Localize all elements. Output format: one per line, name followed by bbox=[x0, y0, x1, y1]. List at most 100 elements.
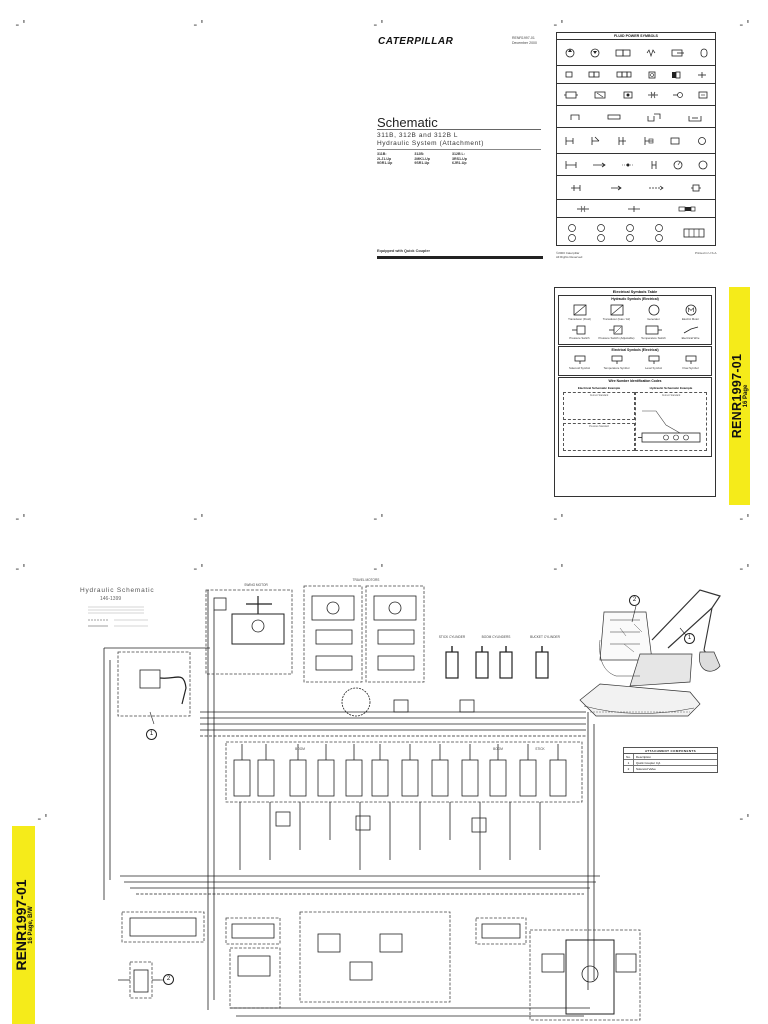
stick-cylinder-label: STICK CYLINDER bbox=[438, 635, 466, 639]
motor-symbol-icon bbox=[590, 48, 600, 58]
arrow-right-icon bbox=[610, 184, 622, 192]
tank-icon bbox=[688, 112, 702, 122]
subtitle-system: Hydraulic System (Attachment) bbox=[377, 140, 484, 147]
travel-motors-label: TRAVEL MOTORS bbox=[352, 578, 380, 582]
crop-mark: -' bbox=[372, 18, 386, 31]
serial-model: 312B: bbox=[414, 152, 425, 156]
serial-group: 311B: 2LJ1-Up 9GR1-Up bbox=[377, 152, 392, 166]
pressure-switch-icon bbox=[571, 325, 585, 335]
callout-two: 2 bbox=[629, 595, 640, 606]
table-cell: 2 bbox=[624, 766, 634, 772]
stick-valve-label: STICK bbox=[535, 747, 545, 751]
lever-valve-icon bbox=[590, 136, 602, 146]
serial-numbers: 311B: 2LJ1-Up 9GR1-Up 312B: 2MK1-Up 9SR1… bbox=[377, 152, 541, 166]
gauge-symbol-icon bbox=[567, 223, 577, 243]
serial-range: 2LJ1-Up bbox=[377, 156, 392, 161]
hydraulic-example-drawing bbox=[638, 410, 701, 443]
tab-doc-number: RENR1997-01 bbox=[729, 353, 744, 439]
symbol-label: Level Symbol bbox=[645, 366, 662, 371]
pressure-switch-adjustable-icon bbox=[608, 325, 622, 335]
symbol-row bbox=[557, 200, 715, 218]
schematic-part-number: 146-1399 bbox=[100, 596, 122, 602]
schematic-title: Hydraulic Schematic bbox=[80, 587, 155, 594]
orifice-icon bbox=[647, 91, 659, 99]
table-row: 1 Quick Coupler Cyl. bbox=[624, 760, 717, 766]
sampling-icon bbox=[625, 223, 635, 243]
fluid-power-symbols-panel: FLUID POWER SYMBOLS bbox=[556, 32, 716, 246]
serial-model: 311B: bbox=[377, 152, 387, 156]
equipped-note: Equipped with Quick Coupler bbox=[377, 249, 430, 253]
current-standard-box: Current Standard bbox=[563, 391, 635, 420]
attachment-components-table: ATTACHMENT COMPONENTS No. Description 1 … bbox=[623, 747, 718, 773]
subtitle-models: 311B, 312B and 312B L bbox=[377, 132, 459, 139]
crop-mark: -' bbox=[372, 512, 386, 525]
orifice-fixed-icon bbox=[576, 205, 590, 213]
electrical-symbols-table: Electrical Symbols Table Hydraulic Symbo… bbox=[554, 287, 716, 497]
symbol-item: Flow Symbol bbox=[672, 355, 709, 370]
single-position-icon bbox=[565, 71, 573, 78]
symbol-label: Generator bbox=[647, 317, 660, 321]
crop-mark: -' bbox=[738, 562, 752, 575]
pilot-icon bbox=[696, 136, 708, 146]
sensor-icon bbox=[698, 160, 708, 170]
table-cell: Quick Coupler Cyl. bbox=[636, 761, 662, 765]
level-icon bbox=[648, 356, 659, 365]
box-label: Current Standard bbox=[589, 393, 609, 397]
accumulator-icon bbox=[700, 48, 708, 58]
crop-mark: -' bbox=[14, 562, 28, 575]
solenoid-icon bbox=[574, 356, 585, 365]
symbol-item: Temperature Symbol bbox=[598, 355, 635, 370]
symbol-row bbox=[557, 218, 715, 248]
electrical-electrical-section: Electrical Symbols (Electrical) Solenoid… bbox=[558, 346, 712, 376]
three-position-icon bbox=[616, 71, 632, 78]
hydraulic-electrical-section: Hydraulic Symbols (Electrical) Transduce… bbox=[558, 295, 712, 346]
symbol-label: Electric Motor bbox=[681, 317, 700, 321]
symbol-item: Generator bbox=[635, 304, 672, 321]
electric-motor-icon bbox=[685, 304, 696, 316]
detent-icon bbox=[669, 136, 681, 146]
symbol-row bbox=[557, 66, 715, 84]
junction-icon bbox=[690, 184, 702, 192]
serial-group: 312B L: 3RS1-Up 6JR1-Up bbox=[452, 152, 467, 166]
symbol-label: Temperature Switch bbox=[641, 336, 666, 341]
crop-mark: -' bbox=[192, 512, 206, 525]
example-heading: Hydraulic Schematic Example bbox=[649, 385, 693, 390]
pump-symbol-icon bbox=[565, 48, 575, 58]
swing-motor-label: SWING MOTOR bbox=[244, 583, 268, 587]
reservoir-icon bbox=[647, 112, 661, 122]
valve-detail-icon bbox=[697, 91, 709, 99]
electrical-wire-icon bbox=[683, 326, 698, 334]
example-heading: Electrical Schematic Example bbox=[577, 385, 621, 390]
symbol-label: Transducer (Gas / Air) bbox=[602, 317, 631, 321]
symbol-item: Electric Motor bbox=[672, 304, 709, 321]
tab-page-count: 16 Page bbox=[742, 384, 749, 408]
symbol-label: Temperature Symbol bbox=[603, 366, 630, 371]
cross-line-icon bbox=[627, 205, 641, 213]
transducer-fluid-icon bbox=[573, 304, 586, 316]
crop-mark: -' bbox=[14, 512, 28, 525]
column-header: Description bbox=[636, 755, 652, 759]
valve-block-icon bbox=[615, 49, 631, 57]
symbol-item: Pressure Switch bbox=[561, 325, 598, 340]
boom-cylinders-label: BOOM CYLINDERS bbox=[481, 635, 511, 639]
connector-block-icon bbox=[683, 227, 705, 239]
crop-mark: -' bbox=[36, 812, 50, 825]
symbol-label: Transducer (Fluid) bbox=[568, 317, 591, 321]
pilot-valve-icon bbox=[621, 91, 635, 99]
crop-mark: -' bbox=[14, 18, 28, 31]
check-valve-icon bbox=[648, 71, 656, 79]
crop-mark: -' bbox=[552, 562, 566, 575]
symbol-row bbox=[557, 40, 715, 66]
box-label: Previous Standard bbox=[589, 424, 609, 428]
symbol-item: Transducer (Gas / Air) bbox=[598, 304, 635, 321]
coupler-icon bbox=[621, 161, 635, 169]
serial-group: 312B: 2MK1-Up 9SR1-Up bbox=[414, 152, 430, 166]
line-restriction-icon bbox=[607, 114, 621, 120]
flow-control-icon bbox=[564, 160, 578, 170]
document-tab: RENR1997-01 16 Page bbox=[729, 287, 750, 505]
symbol-item: Solenoid Symbol bbox=[561, 355, 598, 370]
restrictor-icon bbox=[649, 160, 659, 170]
quick-disconnect-icon bbox=[678, 205, 696, 213]
pedal-valve-icon bbox=[617, 136, 629, 146]
column-header: No. bbox=[624, 754, 634, 759]
